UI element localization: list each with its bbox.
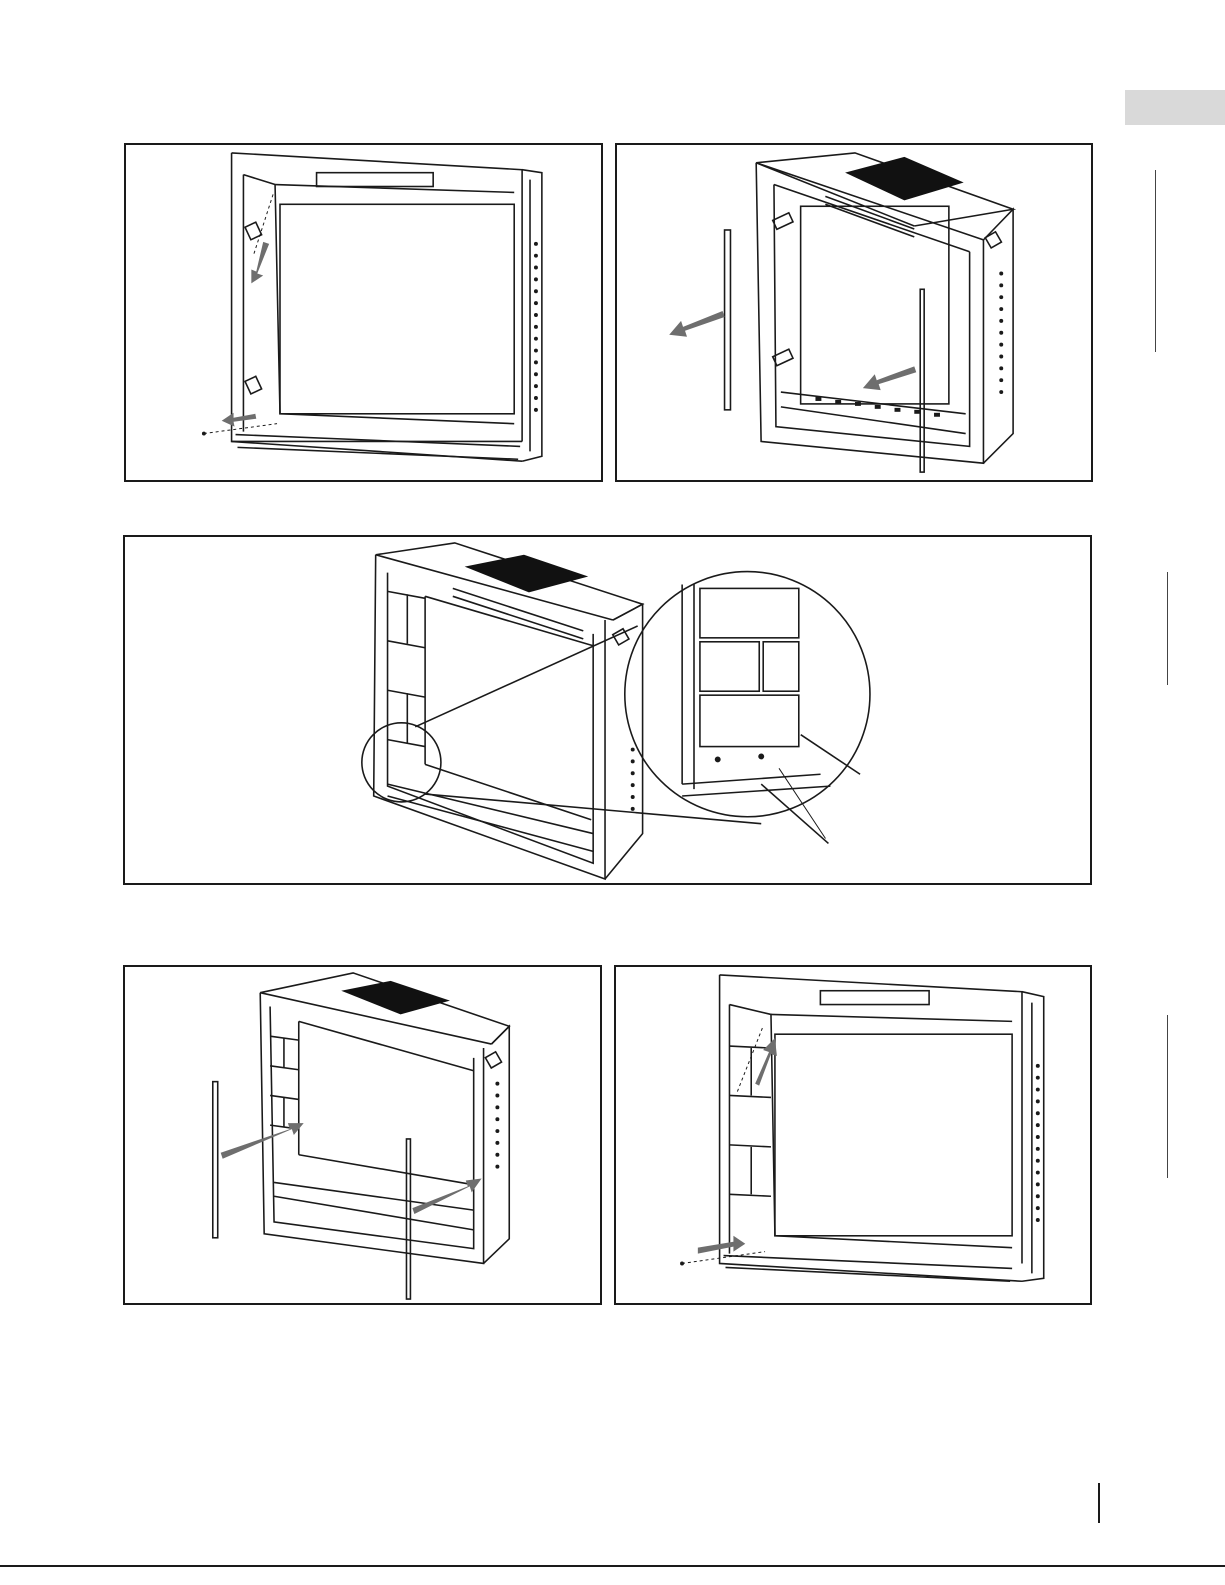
arrow-icon bbox=[222, 242, 269, 427]
arrow-icon bbox=[669, 311, 916, 390]
fireplace-icon bbox=[617, 145, 1091, 480]
footer-rule bbox=[0, 1565, 1225, 1567]
fireplace-icon bbox=[125, 967, 600, 1303]
screw-icon bbox=[680, 1261, 684, 1265]
fireplace-icon bbox=[125, 537, 1090, 883]
figure-reinsert-trim-strips bbox=[123, 965, 602, 1305]
figure-pull-out-trim-strips bbox=[615, 143, 1093, 482]
margin-rule-2 bbox=[1167, 572, 1168, 685]
figure-reattach-side-trim bbox=[614, 965, 1092, 1305]
vent-icon bbox=[845, 157, 964, 200]
page-number-rule bbox=[1098, 1483, 1100, 1523]
fireplace-icon bbox=[616, 967, 1090, 1303]
figure-install-brick-panels bbox=[123, 535, 1092, 885]
arrow-icon bbox=[221, 1123, 482, 1214]
figure-remove-side-trim bbox=[124, 143, 603, 482]
margin-rule-1 bbox=[1155, 170, 1156, 352]
screw-icon bbox=[202, 432, 206, 436]
language-tab[interactable] bbox=[1125, 90, 1225, 125]
vent-icon bbox=[465, 555, 589, 593]
vent-icon bbox=[341, 981, 450, 1015]
margin-rule-3 bbox=[1167, 1015, 1168, 1178]
fireplace-icon bbox=[126, 145, 601, 480]
